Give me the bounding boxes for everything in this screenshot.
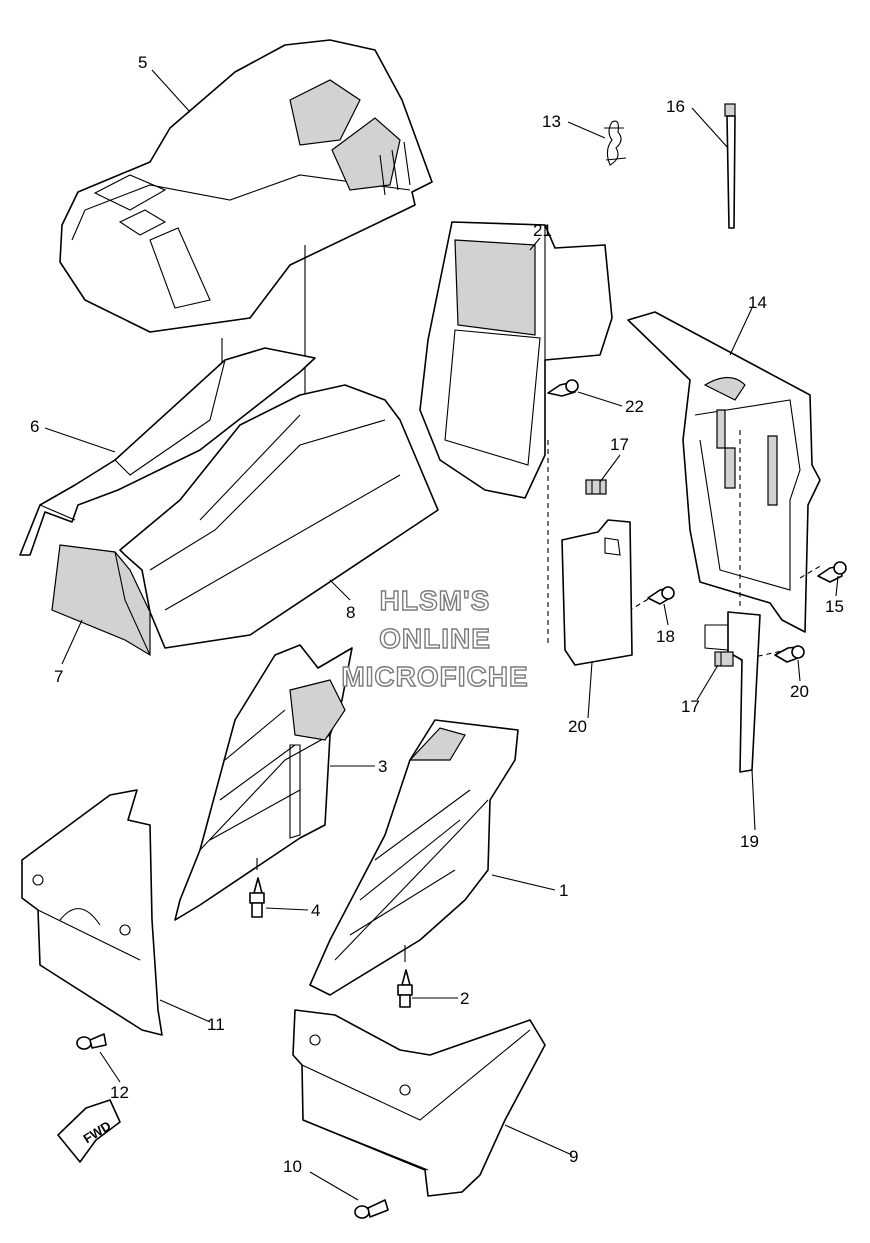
forward-direction-arrow: FWD	[57, 1099, 121, 1163]
callout-2: 2	[460, 989, 469, 1008]
callout-5: 5	[138, 53, 147, 72]
part-17-grommet	[714, 651, 734, 667]
part-8-center-cover	[119, 384, 439, 649]
part-21-rear-panel	[419, 221, 613, 499]
callout-9: 9	[569, 1147, 578, 1166]
callout-1: 1	[559, 881, 568, 900]
callout-22: 22	[625, 397, 644, 416]
leader-lines	[44, 69, 839, 1201]
watermark-line-1: HLSM'S	[380, 585, 491, 616]
part-3-left-side-panel	[174, 644, 353, 921]
fastener-20-upper	[647, 586, 675, 605]
callout-3: 3	[378, 757, 387, 776]
callout-20-upper: 18	[656, 627, 675, 646]
fastener-12	[76, 1033, 107, 1050]
assembly-line	[799, 564, 823, 579]
fastener-2	[397, 945, 413, 1008]
callout-17-upper: 17	[610, 435, 629, 454]
fastener-4	[249, 858, 265, 918]
part-18-flap-strip	[704, 611, 761, 773]
callout-18: 19	[740, 832, 759, 851]
callout-8: 8	[346, 603, 355, 622]
part-19-mud-flap	[561, 519, 633, 666]
callout-19: 20	[568, 717, 587, 736]
part-6-rail	[19, 347, 316, 556]
callout-6: 6	[30, 417, 39, 436]
fastener-20-lower	[774, 645, 805, 663]
callout-4: 4	[311, 901, 320, 920]
part-9-lower-side-panel	[292, 1009, 546, 1197]
fastener-10	[354, 1199, 389, 1219]
part-5-top-cover	[59, 39, 433, 333]
part-7-front-shroud	[51, 544, 151, 657]
part-13-clip	[604, 120, 627, 166]
assembly-line	[739, 649, 788, 661]
watermark-line-3: MICROFICHE	[341, 661, 528, 692]
callout-7: 7	[54, 667, 63, 686]
callout-15: 15	[825, 597, 844, 616]
part-11-front-bracket	[21, 789, 163, 1036]
watermark-line-2: ONLINE	[379, 623, 491, 654]
callout-16: 16	[666, 97, 685, 116]
fastener-22	[547, 379, 579, 397]
callout-13: 13	[542, 112, 561, 131]
part-17-grommet	[585, 479, 607, 495]
part-16-cable-tie	[724, 103, 736, 229]
callout-14: 14	[748, 293, 767, 312]
callout-numbers: 5 6 7 8 3 4 1 2 11 12 9 10 13 16 14 21 2…	[30, 53, 844, 1176]
callout-12: 12	[110, 1083, 129, 1102]
callout-11: 11	[207, 1015, 225, 1034]
callout-20-lower: 20	[790, 682, 809, 701]
callout-21: 21	[533, 221, 552, 240]
fastener-15	[817, 561, 847, 583]
part-1-right-side-panel	[309, 719, 519, 996]
callout-17-lower: 17	[681, 697, 700, 716]
watermark: HLSM'S ONLINE MICROFICHE	[341, 584, 529, 692]
part-14-rear-fender	[627, 311, 821, 633]
callout-10: 10	[283, 1157, 302, 1176]
